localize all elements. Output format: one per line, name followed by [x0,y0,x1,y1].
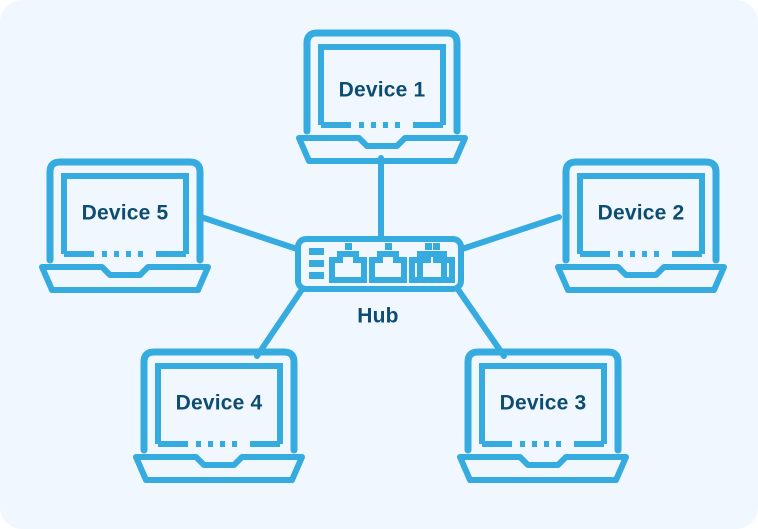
link-hub-device-4 [254,285,306,359]
hub-led-2 [309,260,324,267]
device-node-device-2[interactable]: Device 2 [558,162,724,290]
hub-port-led-1 [345,243,352,250]
device-label-device-3: Device 3 [500,392,587,415]
device-label-device-4: Device 4 [176,392,263,415]
hub-led-1 [309,248,324,255]
device-node-device-5[interactable]: Device 5 [42,162,208,290]
hub-label: Hub [357,305,398,328]
hub-port-led-4 [433,243,440,250]
device-label-device-5: Device 5 [82,202,169,225]
hub-led-indicators [309,248,324,279]
device-node-device-1[interactable]: Device 1 [299,33,465,161]
hub-port-led-2 [385,243,392,250]
hub-led-3 [309,272,324,279]
link-hub-device-3 [454,285,507,359]
connection-lines [198,155,562,359]
device-node-device-4[interactable]: Device 4 [136,352,302,480]
hub-node[interactable]: Hub [295,236,464,328]
hub-port-2 [369,243,407,283]
hub-port-1 [329,243,367,283]
link-hub-device-5 [198,214,300,252]
device-label-device-1: Device 1 [339,79,426,102]
hub-port-4 [417,243,455,283]
hub-port-led-3 [425,243,432,250]
link-hub-device-2 [459,214,562,252]
device-node-device-3[interactable]: Device 3 [460,352,626,480]
device-label-device-2: Device 2 [598,202,685,225]
